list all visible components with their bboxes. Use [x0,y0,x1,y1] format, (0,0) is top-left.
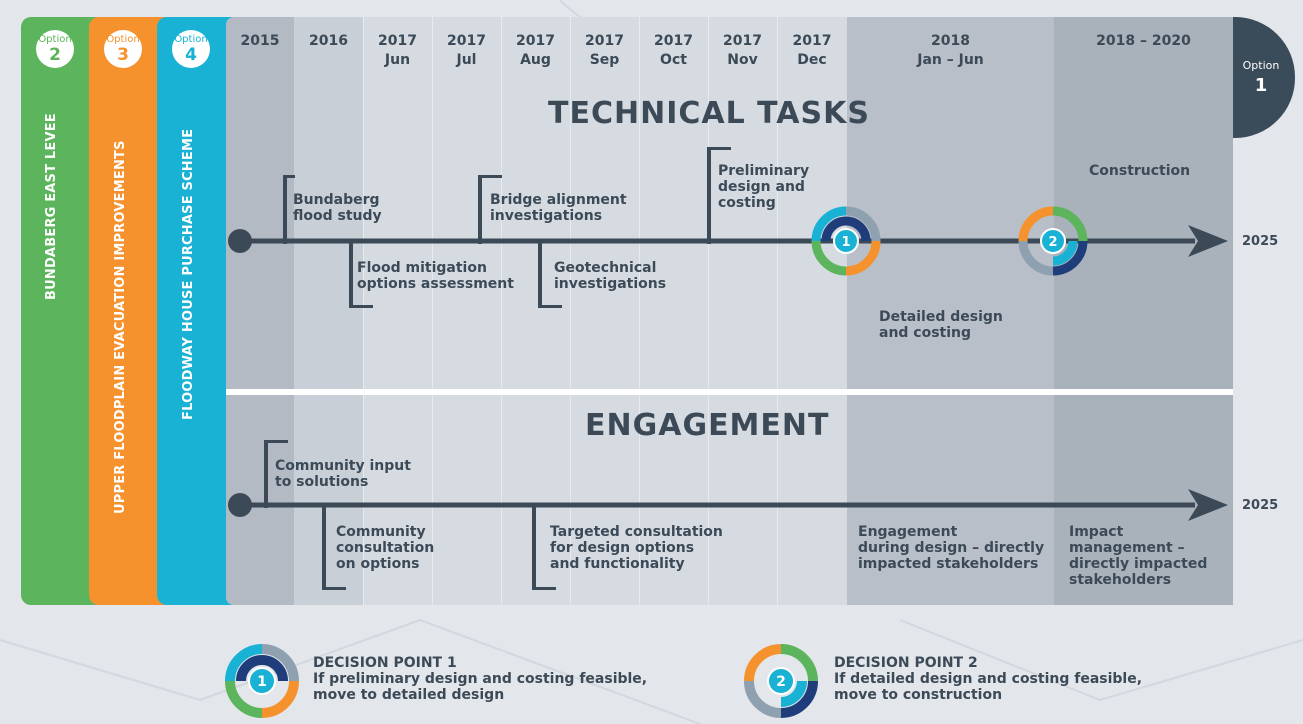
task-flood-study: Bundaberg flood study [293,192,382,224]
geotech-bracket [538,241,562,308]
option-word: Option [174,34,208,45]
option-number: 1 [1254,75,1268,96]
technical-end-year: 2025 [1242,234,1279,249]
option-number: 4 [185,45,197,65]
task-detailed: Detailed design and costing [879,309,1003,341]
task-community-input: Community input to solutions [275,458,411,490]
option-word: Option [1242,59,1280,72]
legend-decision-1-icon: 1 [225,644,299,718]
task-bridge: Bridge alignment investigations [490,192,627,224]
option-2-badge: Option 2 [36,30,74,68]
legend-1-number: 1 [257,674,267,690]
task-mitigation: Flood mitigation options assessment [357,260,514,292]
mitigation-bracket [349,241,373,308]
community-input-bracket [264,440,288,508]
task-targeted: Targeted consultation for design options… [550,524,723,572]
legend-decision-1: DECISION POINT 1 If preliminary design a… [313,655,647,703]
task-construction: Construction [1089,163,1191,179]
task-during-design: Engagement during design – directly impa… [858,524,1045,572]
prelim-bracket [707,147,731,244]
col-header-2016: 2016 [309,33,348,49]
task-community-consult: Community consultation on options [336,524,435,572]
targeted-bracket [532,505,556,590]
legend-decision-2-desc: If detailed design and costing feasible,… [834,671,1143,703]
community-consult-bracket [322,505,346,590]
legend-decision-2-title: DECISION POINT 2 [834,655,978,671]
bridge-bracket [478,175,502,244]
task-impact: Impact management – directly impacted st… [1069,524,1208,588]
col-header-2015: 2015 [240,33,280,49]
option-number: 3 [117,45,129,65]
option-word: Option [106,34,140,45]
technical-start-dot [228,229,252,253]
decision-1-number: 1 [841,235,850,250]
task-geotech: Geotechnical investigations [554,260,667,292]
decision-point-2-icon: 2 [1018,206,1088,276]
option-4-badge: Option 4 [172,30,210,68]
engagement-arrowhead [1188,489,1228,521]
task-prelim: Preliminary design and costing [718,163,810,211]
decision-2-number: 2 [1048,235,1057,250]
legend-decision-2-icon: 2 [744,644,818,718]
option-3-badge: Option 3 [104,30,142,68]
legend-decision-2: DECISION POINT 2 If detailed design and … [834,655,1142,703]
legend-decision-1-title: DECISION POINT 1 [313,655,457,671]
legend-2-number: 2 [776,674,786,690]
technical-arrowhead [1188,225,1228,257]
option-number: 2 [49,45,61,65]
option-word: Option [38,34,72,45]
engagement-start-dot [228,493,252,517]
col-header-2018-2020: 2018 – 2020 [1096,33,1191,49]
engagement-end-year: 2025 [1242,498,1279,513]
legend-decision-1-desc: If preliminary design and costing feasib… [313,671,648,703]
engagement-title: ENGAGEMENT [585,408,830,443]
decision-point-1-icon: 1 [811,206,881,276]
flood-study-bracket [283,175,295,244]
technical-tasks-title: TECHNICAL TASKS [548,96,870,131]
